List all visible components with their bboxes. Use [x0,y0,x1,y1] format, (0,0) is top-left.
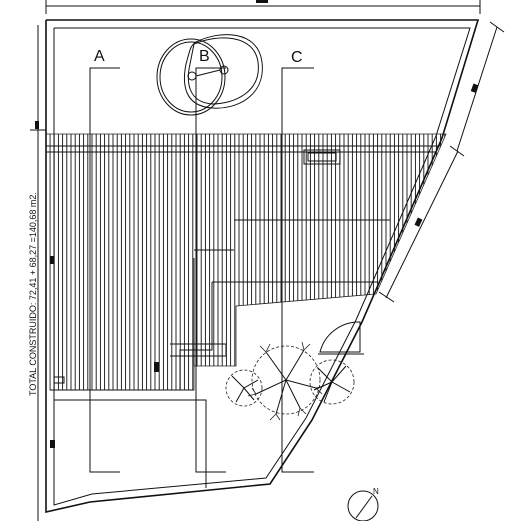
tree-left [225,369,263,407]
tree-large [247,341,325,421]
lower-patio [50,399,207,488]
gate-swing-arc [318,321,364,355]
section-cut-a [89,67,120,473]
roof-hatch-area [46,133,447,391]
section-label-c: C [291,49,303,66]
skylight [303,149,341,165]
north-label: N [373,487,379,496]
garden-circles [156,34,263,116]
section-label-a: A [94,48,105,65]
section-cut-b [195,67,226,473]
top-dimension-line [45,0,481,14]
roof-hatch-lines [49,134,446,390]
section-label-b: B [199,48,210,65]
left-dimension-line [30,25,46,521]
site-boundary [45,19,480,514]
total-built-area-note: TOTAL CONSTRUIDO: 72,41 + 68,27 =140,68 … [28,192,38,396]
north-arrow: N [347,487,379,521]
roof-outline-lines [50,219,390,391]
right-dimension-lines [378,21,505,303]
tree-right [309,359,355,405]
section-cut-c [281,67,314,473]
